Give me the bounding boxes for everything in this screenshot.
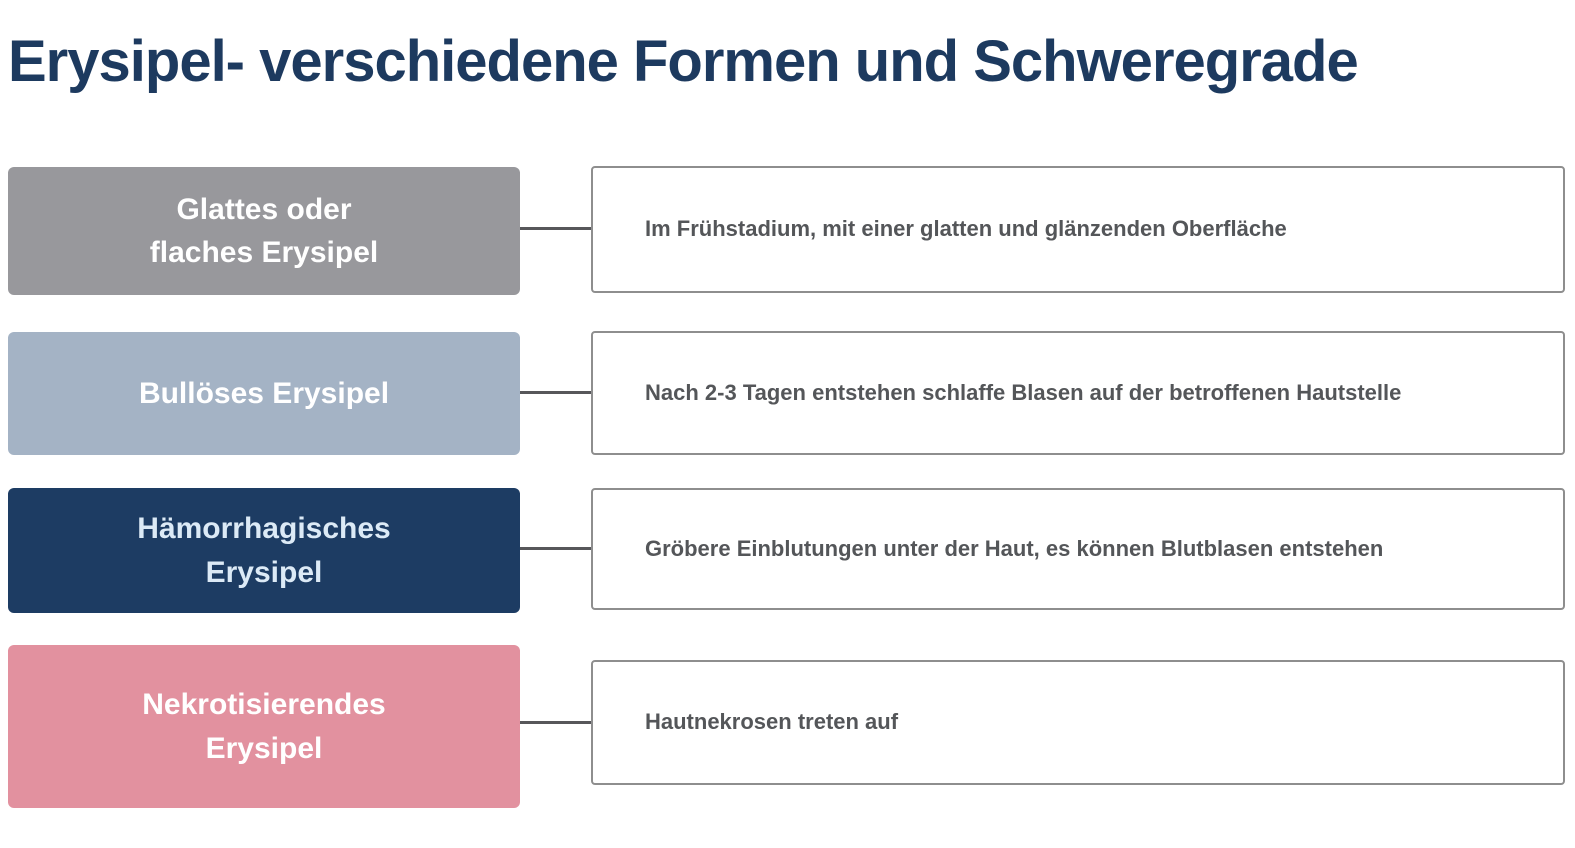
connector-line: [520, 547, 591, 550]
category-box-glattes-erysipel: Glattes oder flaches Erysipel: [8, 167, 520, 295]
description-text: Gröbere Einblutungen unter der Haut, es …: [645, 535, 1384, 561]
page-title: Erysipel- verschiedene Formen und Schwer…: [8, 29, 1359, 94]
category-box-bulloeses-erysipel: Bullöses Erysipel: [8, 332, 520, 455]
description-text: Nach 2-3 Tagen entstehen schlaffe Blasen…: [645, 379, 1402, 405]
category-label: Nekrotisierendes Erysipel: [142, 688, 386, 765]
connector-line: [520, 227, 591, 230]
description-box: Im Frühstadium, mit einer glatten und gl…: [591, 166, 1565, 293]
connector-line: [520, 721, 591, 724]
description-text: Im Frühstadium, mit einer glatten und gl…: [645, 216, 1287, 242]
connector-line: [520, 391, 591, 394]
description-box: Nach 2-3 Tagen entstehen schlaffe Blasen…: [591, 331, 1565, 455]
category-label: Bullöses Erysipel: [138, 376, 390, 410]
category-label: Hämorrhagisches Erysipel: [137, 512, 391, 589]
description-box: Hautnekrosen treten auf: [591, 660, 1565, 785]
category-label: Glattes oder flaches Erysipel: [149, 192, 379, 270]
category-box-nekrotisierendes-erysipel: Nekrotisierendes Erysipel: [8, 645, 520, 808]
category-box-haemorrhagisches-erysipel: Hämorrhagisches Erysipel: [8, 488, 520, 613]
description-text: Hautnekrosen treten auf: [645, 709, 899, 735]
description-box: Gröbere Einblutungen unter der Haut, es …: [591, 488, 1565, 610]
